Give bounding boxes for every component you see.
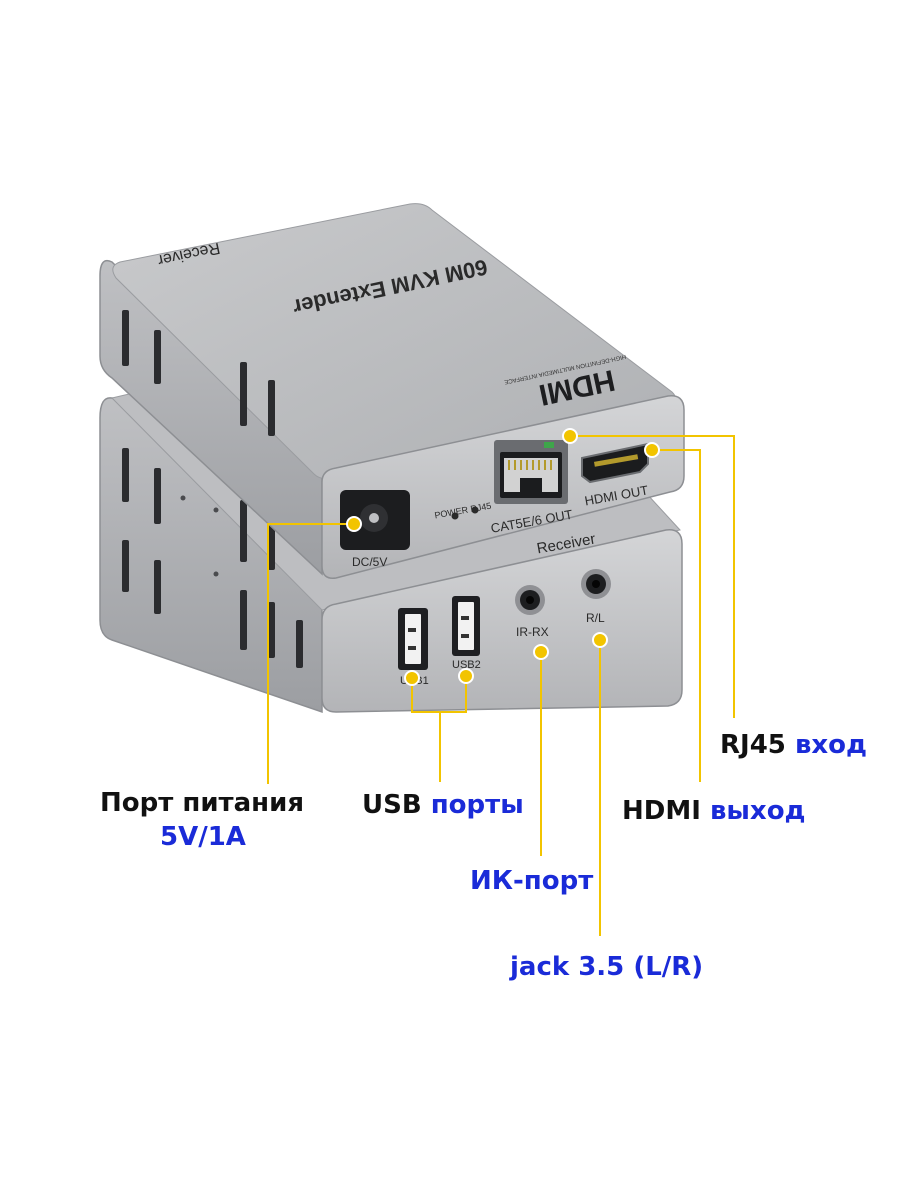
hdmi-callout-part2: выход — [709, 796, 806, 826]
rj45-callout-part1: RJ45 — [720, 730, 786, 760]
power-port-callout-spec: 5V/1A — [160, 822, 246, 852]
ir-port-callout: ИК-порт — [470, 866, 594, 896]
usb2-label: USB2 — [452, 659, 481, 671]
top-side-vents — [122, 310, 275, 436]
usb-callout-part1: USB — [362, 790, 422, 820]
usb-callout: USB порты — [362, 790, 524, 820]
usb1-port — [398, 608, 428, 670]
power-port-callout-title: Порт питания — [100, 788, 305, 818]
usb2-port — [452, 596, 480, 656]
hdmi-callout: HDMI выход — [622, 796, 806, 826]
audio-jack — [581, 569, 611, 599]
dc-power-port — [340, 490, 410, 550]
callout-lines — [267, 435, 735, 936]
ir-jack — [515, 585, 545, 615]
rj45-callout-part2: вход — [794, 730, 868, 760]
rj45-port — [494, 440, 568, 504]
audio-label: R/L — [586, 611, 605, 625]
rj45-led — [471, 506, 479, 514]
top-device: Receiver 60M KVM Extender HDMI HIGH-DEFI… — [99, 203, 685, 579]
callout-dots — [346, 428, 660, 686]
power-led — [451, 512, 459, 520]
usb-callout-part2: порты — [430, 790, 524, 820]
ir-label: IR-RX — [516, 625, 549, 639]
jack-callout: jack 3.5 (L/R) — [510, 952, 704, 982]
hdmi-callout-part1: HDMI — [622, 796, 701, 826]
rj45-callout: RJ45 вход — [720, 730, 867, 760]
dc-port-label: DC/5V — [352, 555, 387, 569]
